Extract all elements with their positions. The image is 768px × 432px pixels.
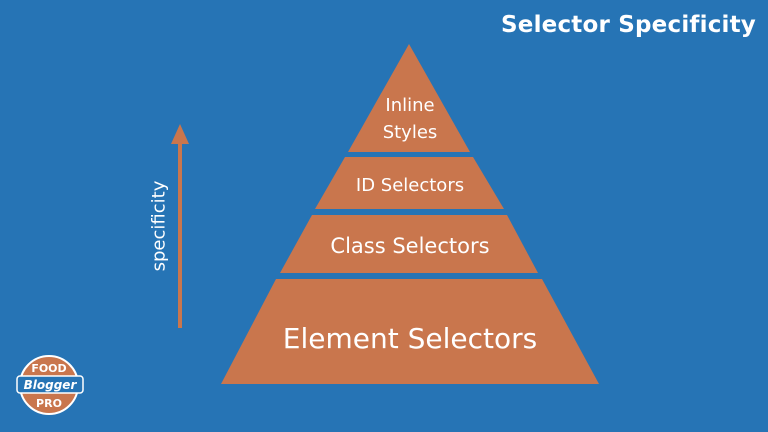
tier-element-selectors-label: Element Selectors	[283, 322, 537, 355]
tier-id-selectors	[315, 157, 504, 209]
tier-element-selectors	[221, 279, 599, 384]
tier-inline-styles	[348, 44, 470, 152]
slide-title: Selector Specificity	[501, 12, 756, 38]
tier-inline-styles-label-line2: Styles	[383, 122, 438, 143]
food-blogger-pro-logo: FOOD Blogger PRO	[16, 355, 84, 415]
specificity-arrow-icon	[171, 124, 189, 328]
tier-class-selectors-label: Class Selectors	[330, 234, 489, 258]
logo-blogger-text: Blogger	[24, 378, 78, 392]
logo-pro-text: PRO	[36, 397, 62, 410]
logo-food-text: FOOD	[31, 362, 66, 375]
tier-id-selectors-label: ID Selectors	[356, 175, 464, 196]
tier-class-selectors	[280, 215, 538, 273]
tier-inline-styles-label-line1: Inline	[385, 95, 434, 116]
